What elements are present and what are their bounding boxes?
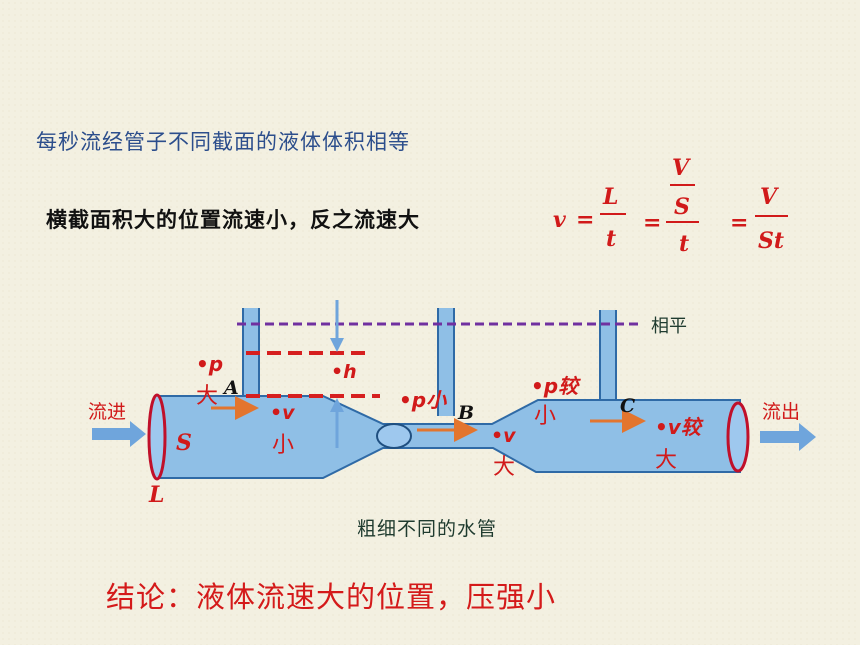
point-a-label: A: [222, 377, 239, 399]
b-v-label: •v: [491, 425, 516, 447]
c-v-label: •v较: [655, 415, 704, 439]
c-p-label: •p较: [531, 374, 581, 398]
statement-text: 横截面积大的位置流速小，反之流速大: [46, 208, 420, 232]
outflow-arrow-icon: [760, 423, 816, 451]
h-arrow-down-icon: [330, 338, 344, 352]
h-arrow-up-icon: [330, 398, 344, 412]
level-label: 相平: [651, 316, 687, 337]
cross-section-l: [147, 393, 167, 481]
a-p-big-label: 大: [196, 384, 218, 409]
h-label: •h: [331, 361, 357, 383]
inflow-arrow-icon: [92, 421, 146, 447]
cross-section-out: [726, 401, 750, 473]
area-s-label: S: [176, 430, 192, 456]
tube-c: [600, 310, 616, 400]
a-v-small-label: 小: [272, 433, 294, 458]
point-c-label: C: [620, 395, 635, 417]
b-v-big-label: 大: [493, 455, 515, 480]
inflow-label: 流进: [88, 401, 126, 423]
diagram-caption: 粗细不同的水管: [357, 518, 498, 540]
tube-b: [438, 308, 454, 416]
a-p-label: •p: [196, 352, 223, 376]
b-p-label: •p小: [399, 388, 447, 412]
a-v-label: •v: [270, 402, 295, 424]
c-p-small-label: 小: [534, 404, 556, 429]
c-v-big-label: 大: [655, 448, 677, 473]
conclusion-text: 结论：液体流速大的位置，压强小: [106, 580, 557, 614]
cross-section-b: [376, 423, 412, 449]
page-title: 每秒流经管子不同截面的液体体积相等: [36, 130, 410, 154]
point-b-label: B: [457, 402, 474, 424]
outflow-label: 流出: [762, 401, 800, 423]
length-l-label: L: [148, 482, 164, 508]
